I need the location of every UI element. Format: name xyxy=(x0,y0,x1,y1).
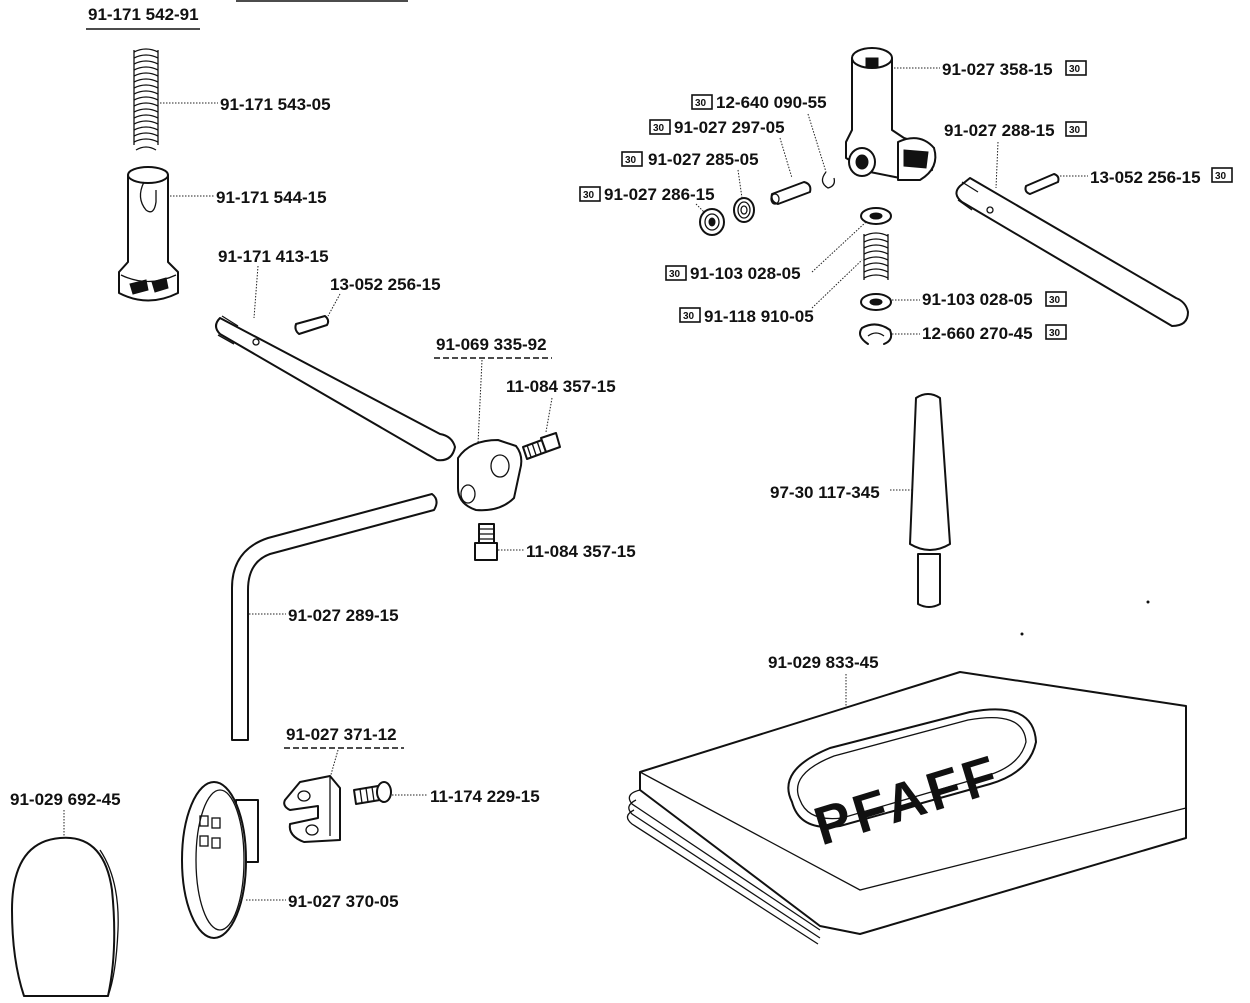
tension-spring-part xyxy=(733,197,755,223)
label-rod: 91-171 413-15 xyxy=(218,247,329,266)
label-ring-clip: 12-640 090-55 xyxy=(716,93,827,112)
badge-ring-clip xyxy=(691,94,713,110)
leader-clamp-set xyxy=(477,359,483,445)
screw-bracket-part xyxy=(353,781,392,805)
leader-washer-upper xyxy=(811,221,867,273)
badge-text-pin-right: 30 xyxy=(1215,171,1227,182)
badge-coil-spring xyxy=(679,307,701,323)
leader-tension-disc xyxy=(695,203,705,213)
label-assembly-spring-set: 91-171 542-91 xyxy=(88,5,199,24)
label-screw-upper: 11-084 357-15 xyxy=(506,377,616,396)
spring-part xyxy=(133,48,159,152)
spool-pin-part xyxy=(909,393,951,608)
label-screw-lower: 11-084 357-15 xyxy=(526,542,636,561)
leader-ring-clip xyxy=(807,113,827,173)
badge-washer-upper xyxy=(665,265,687,281)
label-spool-pin: 97-30 117-345 xyxy=(770,483,880,502)
leader-screw-upper xyxy=(545,397,553,433)
screw-lower-part xyxy=(474,523,498,561)
bracket-part xyxy=(283,775,341,843)
badge-text-washer-lower: 30 xyxy=(1049,295,1061,306)
label-pin-left: 13-052 256-15 xyxy=(330,275,441,294)
leader-coil-spring xyxy=(811,259,863,309)
badge-text-ring-clip: 30 xyxy=(695,98,707,109)
washer-upper-part xyxy=(860,207,892,225)
badge-tension-spring xyxy=(621,151,643,167)
dot-mark-a xyxy=(1146,600,1150,604)
label-coil-spring: 91-118 910-05 xyxy=(704,307,814,326)
right-rod-part xyxy=(955,177,1189,327)
top-holder-part xyxy=(845,47,937,181)
label-spring: 91-171 543-05 xyxy=(220,95,331,114)
label-retaining-ring: 12-660 270-45 xyxy=(922,324,1033,343)
pin-left-part xyxy=(294,315,330,335)
label-spring-sleeve: 91-171 544-15 xyxy=(216,188,327,207)
label-bent-rod: 91-027 289-15 xyxy=(288,606,399,625)
spring-sleeve-part xyxy=(118,166,179,302)
leader-tension-spring xyxy=(737,169,743,199)
label-right-rod: 91-027 288-15 xyxy=(944,121,1055,140)
badge-right-rod xyxy=(1065,121,1087,137)
screw-upper-part xyxy=(522,432,561,460)
label-clamp-set: 91-069 335-92 xyxy=(436,335,547,354)
label-tension-spring: 91-027 285-05 xyxy=(648,150,759,169)
badge-text-tension-spring: 30 xyxy=(625,155,637,166)
manual-part: PFAFF xyxy=(626,671,1187,945)
pin-right-part xyxy=(1024,173,1060,195)
clamp-block-part xyxy=(457,439,523,512)
label-thread-pin: 91-027 297-05 xyxy=(674,118,785,137)
label-washer-upper: 91-103 028-05 xyxy=(690,264,801,283)
badge-text-coil-spring: 30 xyxy=(683,311,695,322)
washer-lower-part xyxy=(860,293,892,311)
badge-top-holder xyxy=(1065,60,1087,76)
label-bracket-set: 91-027 371-12 xyxy=(286,725,397,744)
leader-right-rod xyxy=(995,141,999,189)
badge-text-top-holder: 30 xyxy=(1069,64,1081,75)
ring-clip-part xyxy=(821,171,836,189)
leader-pin-left xyxy=(327,293,341,317)
badge-tension-disc xyxy=(579,186,601,202)
label-tension-disc: 91-027 286-15 xyxy=(604,185,715,204)
label-washer-lower: 91-103 028-05 xyxy=(922,290,1033,309)
label-top-holder: 91-027 358-15 xyxy=(942,60,1053,79)
badge-text-tension-disc: 30 xyxy=(583,190,595,201)
leader-rod xyxy=(253,265,259,319)
label-manual: 91-029 833-45 xyxy=(768,653,879,672)
retaining-ring-part xyxy=(859,323,893,345)
badge-thread-pin xyxy=(649,119,671,135)
disc-holder-part xyxy=(181,781,259,939)
label-screw-bracket: 11-174 229-15 xyxy=(430,787,540,806)
label-pin-right: 13-052 256-15 xyxy=(1090,168,1201,187)
tension-disc-part xyxy=(699,208,725,236)
label-disc-holder: 91-027 370-05 xyxy=(288,892,399,911)
felt-pad-part xyxy=(11,836,119,997)
rod-part xyxy=(215,315,456,462)
badge-text-retaining-ring: 30 xyxy=(1049,328,1061,339)
badge-washer-lower xyxy=(1045,291,1067,307)
badge-text-thread-pin: 30 xyxy=(653,123,665,134)
leader-bracket-set xyxy=(329,749,339,779)
label-felt-pad: 91-029 692-45 xyxy=(10,790,121,809)
thread-pin-part xyxy=(770,181,812,205)
badge-text-right-rod: 30 xyxy=(1069,125,1081,136)
badge-text-washer-upper: 30 xyxy=(669,269,681,280)
leader-thread-pin xyxy=(779,137,793,179)
coil-spring-part xyxy=(863,232,889,280)
bent-rod-part xyxy=(231,493,438,741)
badge-pin-right xyxy=(1211,167,1233,183)
dot-mark-b xyxy=(1020,632,1024,636)
badge-retaining-ring xyxy=(1045,324,1067,340)
